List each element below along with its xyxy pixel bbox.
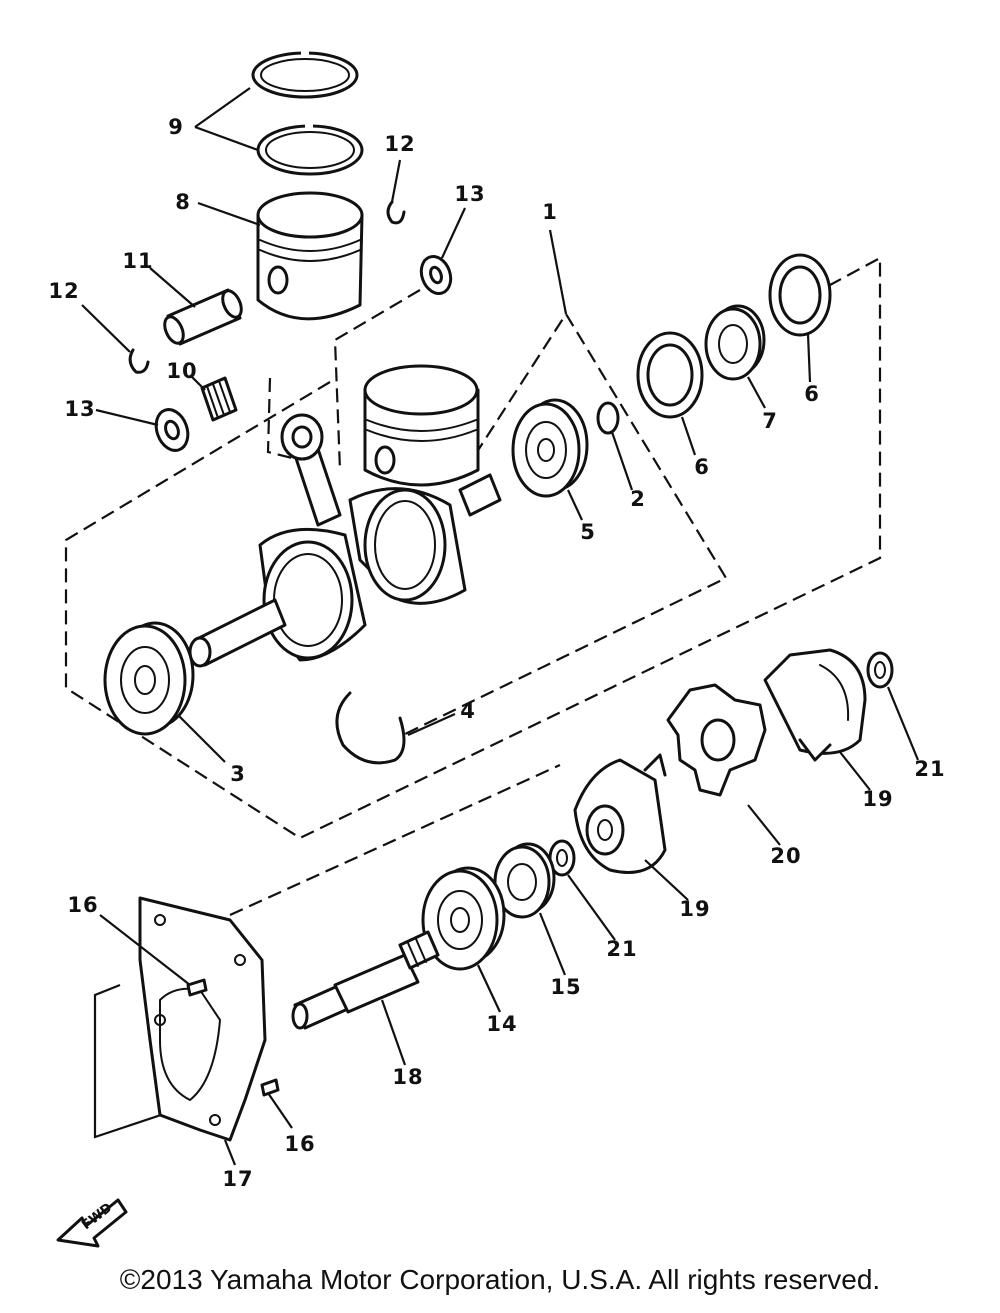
ball-bearing-15 bbox=[493, 842, 556, 919]
ball-bearing-5 bbox=[511, 398, 589, 498]
callout-label: 13 bbox=[64, 397, 95, 421]
piston bbox=[256, 191, 364, 321]
callout-label: 3 bbox=[230, 762, 246, 786]
callout-label: 14 bbox=[486, 1012, 517, 1036]
crankshaft-group-outline bbox=[64, 256, 882, 840]
callout-label: 20 bbox=[770, 844, 801, 868]
oil-seal-6-left bbox=[636, 331, 704, 419]
ball-bearing-7 bbox=[704, 304, 766, 381]
callout-label: 21 bbox=[606, 937, 637, 961]
callout-label: 5 bbox=[580, 520, 596, 544]
callout-label: 7 bbox=[762, 409, 778, 433]
callout-label: 16 bbox=[284, 1132, 315, 1156]
callout-label: 10 bbox=[166, 359, 197, 383]
callout-label: 18 bbox=[392, 1065, 423, 1089]
snap-ring bbox=[335, 691, 406, 765]
callout-label: 12 bbox=[384, 132, 415, 156]
callout-label: 9 bbox=[168, 115, 184, 139]
callout-label: 13 bbox=[454, 182, 485, 206]
callout-label: 19 bbox=[679, 897, 710, 921]
forward-arrow-icon: FWD bbox=[56, 1198, 128, 1248]
callout-label: 8 bbox=[175, 190, 191, 214]
dowel-pin-upper bbox=[186, 978, 208, 997]
ball-bearing-14 bbox=[421, 866, 506, 971]
woodruff-key bbox=[596, 401, 620, 435]
callout-label: 1 bbox=[542, 200, 558, 224]
drive-shaft bbox=[291, 930, 440, 1030]
callout-label: 6 bbox=[804, 382, 820, 406]
callout-label: 2 bbox=[630, 487, 646, 511]
thrust-washer-right bbox=[419, 255, 453, 295]
callout-label: 15 bbox=[550, 975, 581, 999]
callout-label: 17 bbox=[222, 1167, 253, 1191]
callout-label: 19 bbox=[862, 787, 893, 811]
dowel-pin-lower bbox=[260, 1078, 280, 1097]
coupling-upper bbox=[763, 648, 867, 762]
callout-label: 12 bbox=[48, 279, 79, 303]
rubber-damper bbox=[666, 683, 767, 797]
callout-label: 4 bbox=[460, 699, 476, 723]
housing-group-outline bbox=[93, 763, 561, 1139]
washer-21-upper bbox=[866, 651, 894, 689]
circlip-lower bbox=[128, 348, 150, 374]
callout-labels: 1 2 3 4 5 6 6 7 8 9 10 11 12 12 13 13 14… bbox=[48, 115, 945, 1191]
oil-seal-6-right bbox=[768, 253, 832, 337]
crankshaft-assembly bbox=[188, 364, 502, 668]
needle-bearing bbox=[200, 376, 238, 422]
leader-lines bbox=[81, 87, 920, 1166]
ball-bearing-3 bbox=[103, 621, 195, 736]
piston-pin bbox=[163, 288, 243, 346]
callout-label: 11 bbox=[122, 249, 153, 273]
piston-ring-set bbox=[251, 50, 364, 176]
circlip-upper bbox=[386, 200, 406, 225]
gasket-plate bbox=[138, 896, 267, 1142]
callout-label: 16 bbox=[67, 893, 98, 917]
thrust-washer-left bbox=[154, 408, 190, 452]
coupling-lower bbox=[573, 753, 667, 874]
callout-label: 21 bbox=[914, 757, 945, 781]
callout-label: 6 bbox=[694, 455, 710, 479]
copyright-notice: ©2013 Yamaha Motor Corporation, U.S.A. A… bbox=[119, 1264, 881, 1295]
